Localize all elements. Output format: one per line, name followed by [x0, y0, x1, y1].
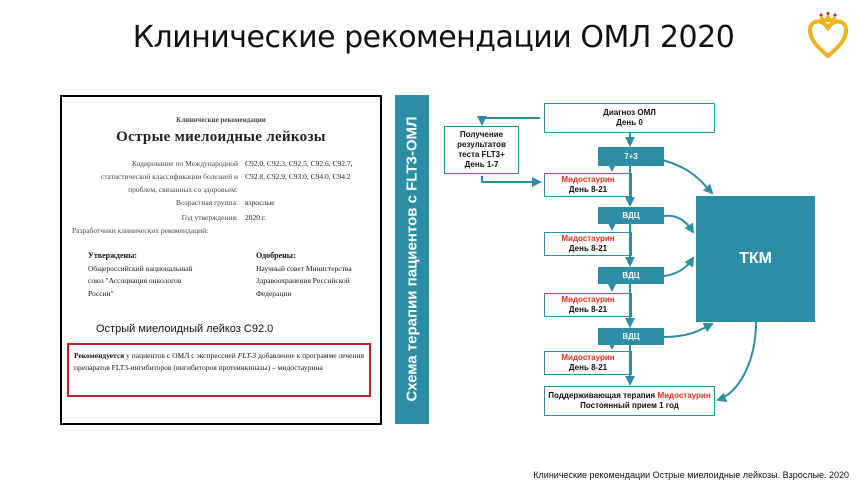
approved-title: Утверждены: — [88, 251, 138, 260]
flt3-result-box: Получение результатов теста FLT3+ День 1… — [444, 126, 519, 174]
age-label: Возрастная группа: — [176, 198, 238, 207]
consolidation-box-3: ВДЦ — [598, 328, 664, 345]
crown-heart-logo-icon — [808, 12, 848, 58]
guideline-document: Клинические рекомендации Острые миелоидн… — [60, 95, 382, 425]
endorsed-title: Одобрены: — [256, 251, 296, 260]
recommendation-box: Рекомендуется у пациентов с ОМЛ с экспре… — [67, 343, 371, 397]
consolidation-box-2: ВДЦ — [598, 267, 664, 284]
scheme-side-bar — [395, 95, 429, 424]
induction-box: 7+3 — [598, 147, 664, 166]
tkm-box: ТКМ — [696, 196, 815, 322]
consolidation-box-1: ВДЦ — [598, 207, 664, 224]
coding-label: Кодирование по Международной статистичес… — [100, 159, 238, 194]
diagnosis-box: Диагноз ОМЛ День 0 — [544, 103, 715, 133]
scheme-side-title: Схема терапии пациентов с FLT3-ОМЛ — [403, 116, 421, 402]
developers-label: Разработчики клинических рекомендаций: — [72, 226, 209, 235]
age-value: взрослые — [245, 198, 275, 207]
year-label: Год утверждения: — [181, 213, 238, 222]
diagnosis-caption: Острый миелоидный лейкоз С92.0 — [96, 323, 274, 335]
slide-title: Клинические рекомендации ОМЛ 2020 — [132, 20, 735, 55]
coding-value: C92.0, C92.3, C92.5, C92.6, C92.7, C92.8… — [245, 159, 353, 181]
maintenance-box: Поддерживающая терапия Мидостаурин Посто… — [544, 386, 715, 416]
slide-footer: Клинические рекомендации Острые миелоидн… — [533, 470, 849, 480]
endorsed-block: Одобрены: Научный совет Министерства Здр… — [256, 251, 352, 298]
year-value: 2020 г. — [245, 213, 266, 222]
document-supertitle: Клинические рекомендации — [176, 116, 266, 124]
approved-block: Утверждены: Общероссийский национальный … — [88, 251, 193, 298]
document-heading: Острые миелоидные лейкозы — [116, 129, 326, 145]
